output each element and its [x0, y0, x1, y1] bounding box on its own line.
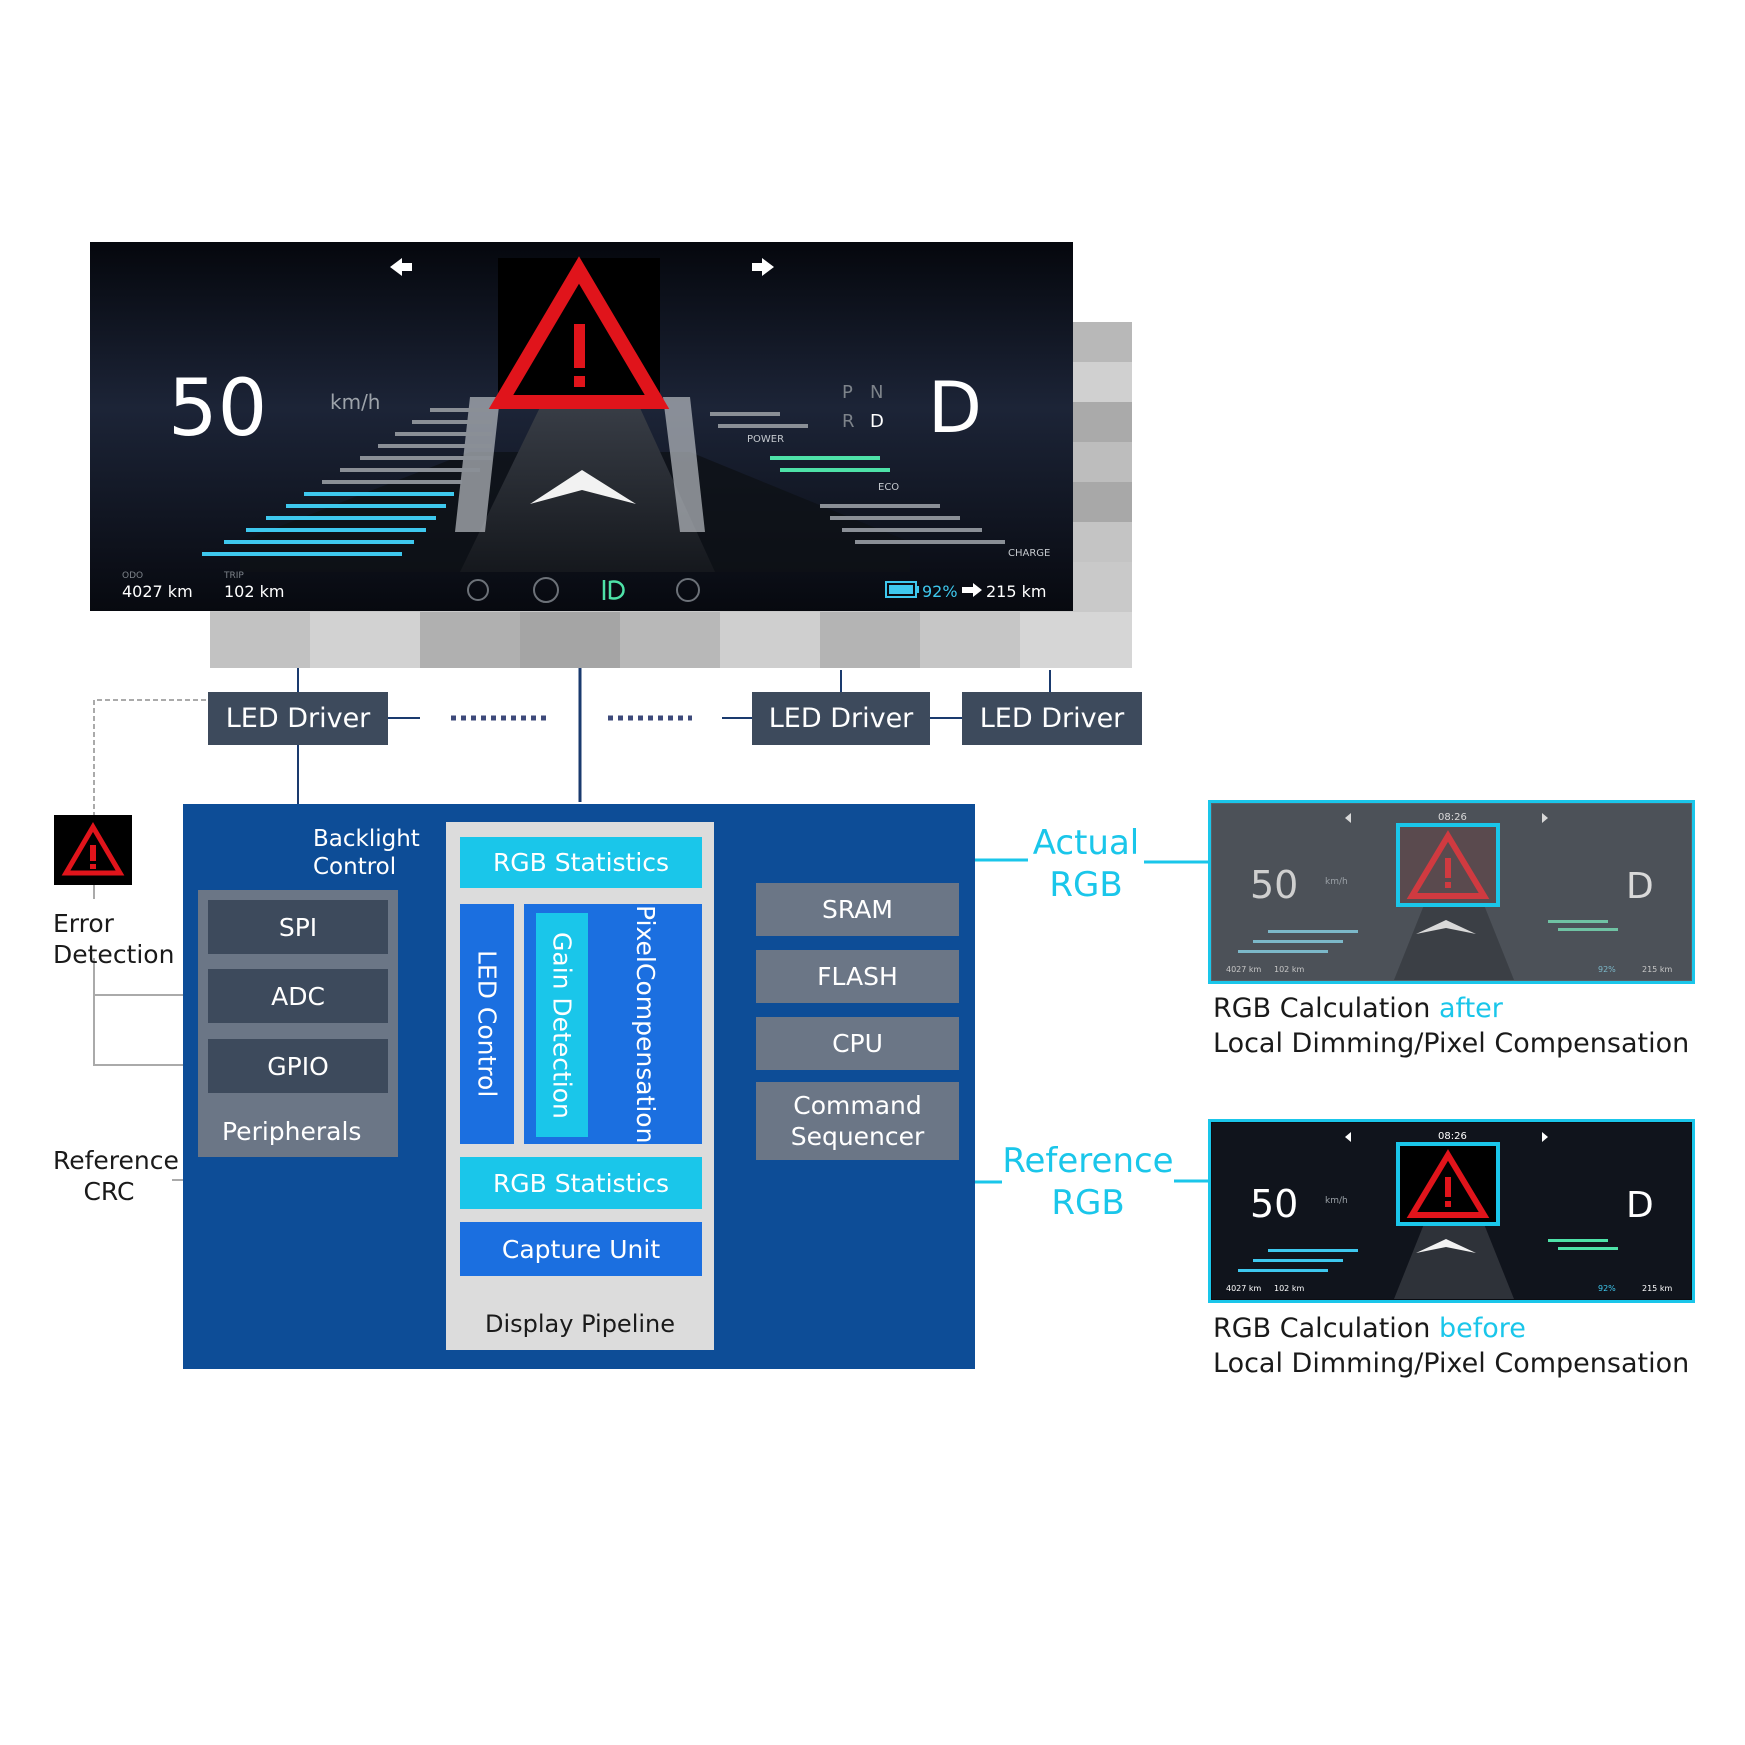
warning-icon: [488, 256, 670, 409]
error-warning-icon: [54, 815, 132, 885]
thumbnail-before-compensation: 08:26 50 km/h D 4027 km 102 km 92% 215 k…: [1208, 1119, 1695, 1303]
range-value: 215 km: [986, 582, 1046, 601]
power-bars: [710, 412, 1005, 544]
led-driver-2: LED Driver: [752, 692, 930, 745]
thumb-before-time: 08:26: [1438, 1131, 1467, 1142]
gear-letter-n: N: [870, 382, 883, 403]
thumb-before-trip: 102 km: [1274, 1284, 1304, 1293]
actual-rgb-label: Actual RGB: [1032, 823, 1140, 905]
flash-block: FLASH: [756, 950, 959, 1003]
battery-percent: 92%: [922, 582, 958, 601]
parking-brake-icon: [533, 577, 559, 603]
thumb-after-unit: km/h: [1325, 877, 1348, 887]
left-turn-icon: [390, 258, 412, 276]
headlight-icon: [602, 580, 625, 600]
battery-icon: [885, 581, 919, 598]
thumb-after-odo: 4027 km: [1226, 965, 1262, 974]
led-driver-1: LED Driver: [208, 692, 388, 745]
thumb-before-unit: km/h: [1325, 1196, 1348, 1206]
gear-letter-r: R: [842, 411, 855, 432]
display-pipeline-label: Display Pipeline: [484, 1310, 676, 1338]
pixel-compensation-label: Pixel Compensation: [631, 904, 660, 1144]
led-control-block: LED Control: [460, 904, 514, 1144]
thumb-before-range: 215 km: [1642, 1284, 1672, 1293]
charge-label: CHARGE: [1008, 548, 1050, 559]
led-driver-3: LED Driver: [962, 692, 1142, 745]
thumb-after-speed: 50: [1250, 863, 1298, 907]
tire-pressure-icon: [676, 578, 700, 602]
thumb-after-trip: 102 km: [1274, 965, 1304, 974]
trip-value: 102 km: [224, 582, 284, 601]
trip-label: TRIP: [223, 571, 244, 581]
peripherals-label: Peripherals: [222, 1117, 362, 1146]
power-label: POWER: [747, 434, 784, 445]
speed-bars: [202, 408, 492, 556]
speed-unit: km/h: [330, 390, 380, 414]
thumb-before-speed: 50: [1250, 1182, 1298, 1226]
seatbelt-icon: [467, 579, 489, 601]
caption-after: RGB Calculation after Local Dimming/Pixe…: [1213, 993, 1690, 1059]
thumb-after-time: 08:26: [1438, 812, 1467, 823]
eco-label: ECO: [878, 482, 899, 493]
gear-letter-p: P: [842, 382, 853, 403]
odo-value: 4027 km: [122, 582, 193, 601]
thumb-after-gear: D: [1626, 866, 1654, 907]
reference-rgb-label: Reference RGB: [1002, 1141, 1174, 1223]
gear-indicator: D: [928, 367, 982, 449]
cpu-block: CPU: [756, 1017, 959, 1070]
range-arrow-icon: [962, 583, 982, 597]
thumb-before-battery: 92%: [1598, 1284, 1616, 1293]
adc-block: ADC: [208, 969, 388, 1023]
gpio-block: GPIO: [208, 1039, 388, 1093]
thumb-after-range: 215 km: [1642, 965, 1672, 974]
thumb-before-gear: D: [1626, 1185, 1654, 1226]
instrument-cluster-display: 50 km/h P N R D D POWER ECO CHARGE ODO 4…: [90, 242, 1073, 611]
thumb-after-battery: 92%: [1598, 965, 1616, 974]
sram-block: SRAM: [756, 883, 959, 936]
reference-crc-label: Reference CRC: [53, 1146, 179, 1206]
capture-unit-block: Capture Unit: [460, 1222, 702, 1276]
caption-before: RGB Calculation before Local Dimming/Pix…: [1213, 1313, 1690, 1379]
gear-letter-d: D: [870, 411, 884, 432]
speed-readout: 50: [168, 364, 267, 454]
thumbnail-after-compensation: 08:26 50 km/h D 4027 km 102 km 92% 215 k…: [1208, 800, 1695, 984]
backlight-control-label: Backlight Control: [313, 826, 420, 880]
right-turn-icon: [752, 258, 774, 276]
spi-block: SPI: [208, 900, 388, 954]
rgb-statistics-actual: RGB Statistics: [460, 837, 702, 888]
odo-label: ODO: [122, 571, 143, 581]
command-sequencer-block: Command Sequencer: [756, 1082, 959, 1160]
gain-detection-block: Gain Detection: [536, 913, 588, 1137]
thumb-before-odo: 4027 km: [1226, 1284, 1262, 1293]
rgb-statistics-reference: RGB Statistics: [460, 1157, 702, 1209]
error-detection-label: Error Detection: [53, 909, 175, 969]
